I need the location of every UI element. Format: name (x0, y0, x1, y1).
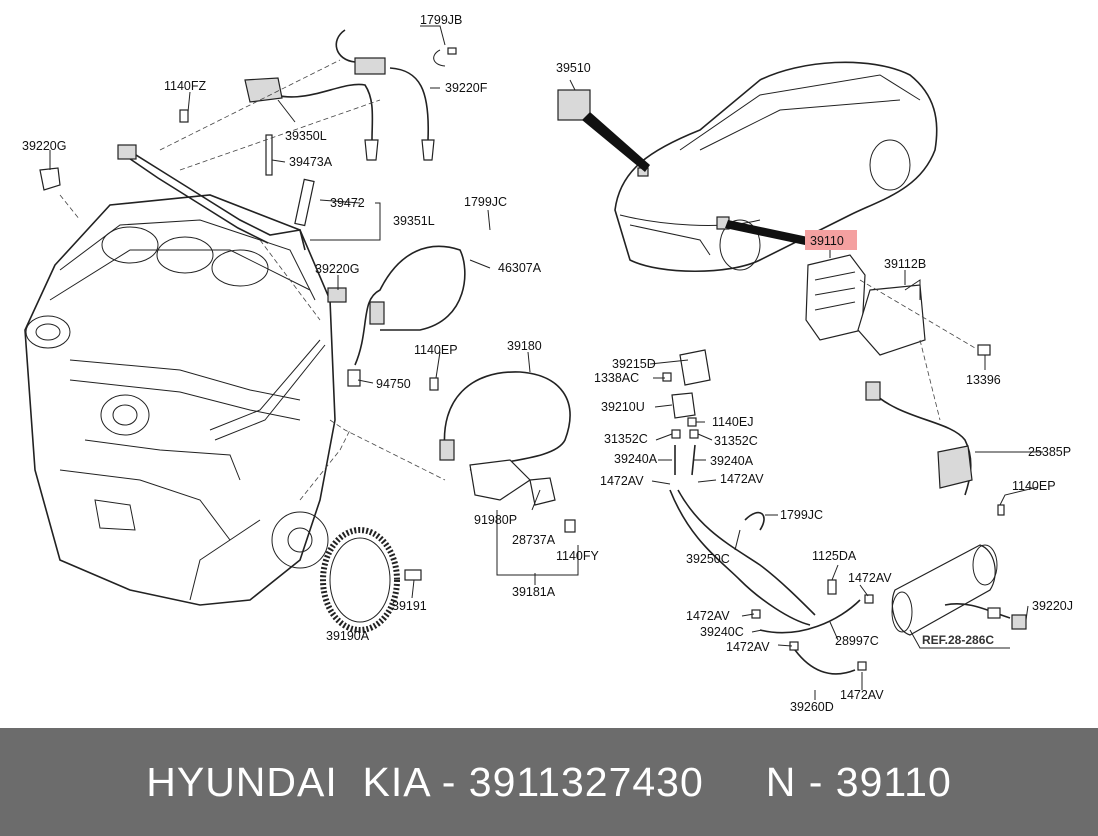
label-39473a[interactable]: 39473A (289, 155, 333, 169)
label-39350l[interactable]: 39350L (285, 129, 327, 143)
label-39220g-top[interactable]: 39220G (22, 139, 66, 153)
label-28997c[interactable]: 28997C (835, 634, 879, 648)
label-39240a-left[interactable]: 39240A (614, 452, 658, 466)
label-39210u[interactable]: 39210U (601, 400, 645, 414)
label-13396[interactable]: 13396 (966, 373, 1001, 387)
label-1140ep-left[interactable]: 1140EP (414, 343, 458, 357)
label-39240c[interactable]: 39240C (700, 625, 744, 639)
label-39180[interactable]: 39180 (507, 339, 542, 353)
label-1140fy[interactable]: 1140FY (556, 549, 600, 563)
label-39220j[interactable]: 39220J (1032, 599, 1073, 613)
label-39250c[interactable]: 39250C (686, 552, 730, 566)
parts-diagram: 1799JB 1140FZ 39220F 39350L 39220G 39473… (22, 13, 1073, 714)
ecu-assembly (805, 230, 991, 421)
part-number-footer: HYUNDAI KIA - 3911327430 N - 39110 (0, 728, 1098, 836)
label-25385p[interactable]: 25385P (1028, 445, 1071, 459)
label-39472[interactable]: 39472 (330, 196, 365, 210)
oxygen-sensors-top (244, 29, 457, 161)
label-39220f[interactable]: 39220F (445, 81, 488, 95)
vehicle-illustration (557, 61, 938, 273)
label-28737a[interactable]: 28737A (512, 533, 556, 547)
label-1799jc-right[interactable]: 1799JC (780, 508, 823, 522)
label-39191[interactable]: 39191 (392, 599, 427, 613)
engine-dashed-leaders (59, 59, 446, 501)
canister (891, 544, 1027, 649)
label-1472av-5[interactable]: 1472AV (726, 640, 770, 654)
label-39351l[interactable]: 39351L (393, 214, 435, 228)
part-labels: 1799JB 1140FZ 39220F 39350L 39220G 39473… (22, 13, 1073, 714)
label-1472av-1[interactable]: 1472AV (600, 474, 644, 488)
label-31352c-left[interactable]: 31352C (604, 432, 648, 446)
wiring-harnesses-center (327, 245, 576, 533)
label-1472av-2[interactable]: 1472AV (720, 472, 764, 486)
label-1799jb[interactable]: 1799JB (420, 13, 462, 27)
ring-gear-39190a (320, 527, 422, 633)
engine-assembly (24, 194, 336, 606)
label-leaders (49, 25, 1043, 700)
label-39190a[interactable]: 39190A (326, 629, 370, 643)
label-39240a-right[interactable]: 39240A (710, 454, 754, 468)
label-91980p[interactable]: 91980P (474, 513, 517, 527)
label-1140ep-right[interactable]: 1140EP (1012, 479, 1056, 493)
label-39110[interactable]: 39110 (810, 234, 844, 248)
label-46307a[interactable]: 46307A (498, 261, 542, 275)
harness-25385p (865, 381, 1005, 516)
label-1140fz[interactable]: 1140FZ (164, 79, 207, 93)
label-39181a[interactable]: 39181A (512, 585, 556, 599)
label-1338ac[interactable]: 1338AC (594, 371, 639, 385)
label-94750[interactable]: 94750 (376, 377, 411, 391)
label-1140ej[interactable]: 1140EJ (712, 415, 753, 429)
highlight-39110 (805, 230, 857, 250)
vacuum-system (662, 349, 874, 675)
label-1472av-3[interactable]: 1472AV (848, 571, 892, 585)
footer-text: HYUNDAI KIA - 3911327430 N - 39110 (146, 758, 952, 805)
label-1125da[interactable]: 1125DA (812, 549, 857, 563)
harness-39351l (39, 109, 315, 251)
label-39260d[interactable]: 39260D (790, 700, 834, 714)
reference-label[interactable]: REF.28-286C (922, 633, 994, 647)
label-1472av-6[interactable]: 1472AV (840, 688, 884, 702)
label-1799jc-left[interactable]: 1799JC (464, 195, 507, 209)
label-39112b[interactable]: 39112B (884, 257, 926, 271)
label-39510[interactable]: 39510 (556, 61, 591, 75)
label-39220g-mid[interactable]: 39220G (315, 262, 359, 276)
label-39215d[interactable]: 39215D (612, 357, 656, 371)
label-31352c-right[interactable]: 31352C (714, 434, 758, 448)
label-1472av-4[interactable]: 1472AV (686, 609, 730, 623)
